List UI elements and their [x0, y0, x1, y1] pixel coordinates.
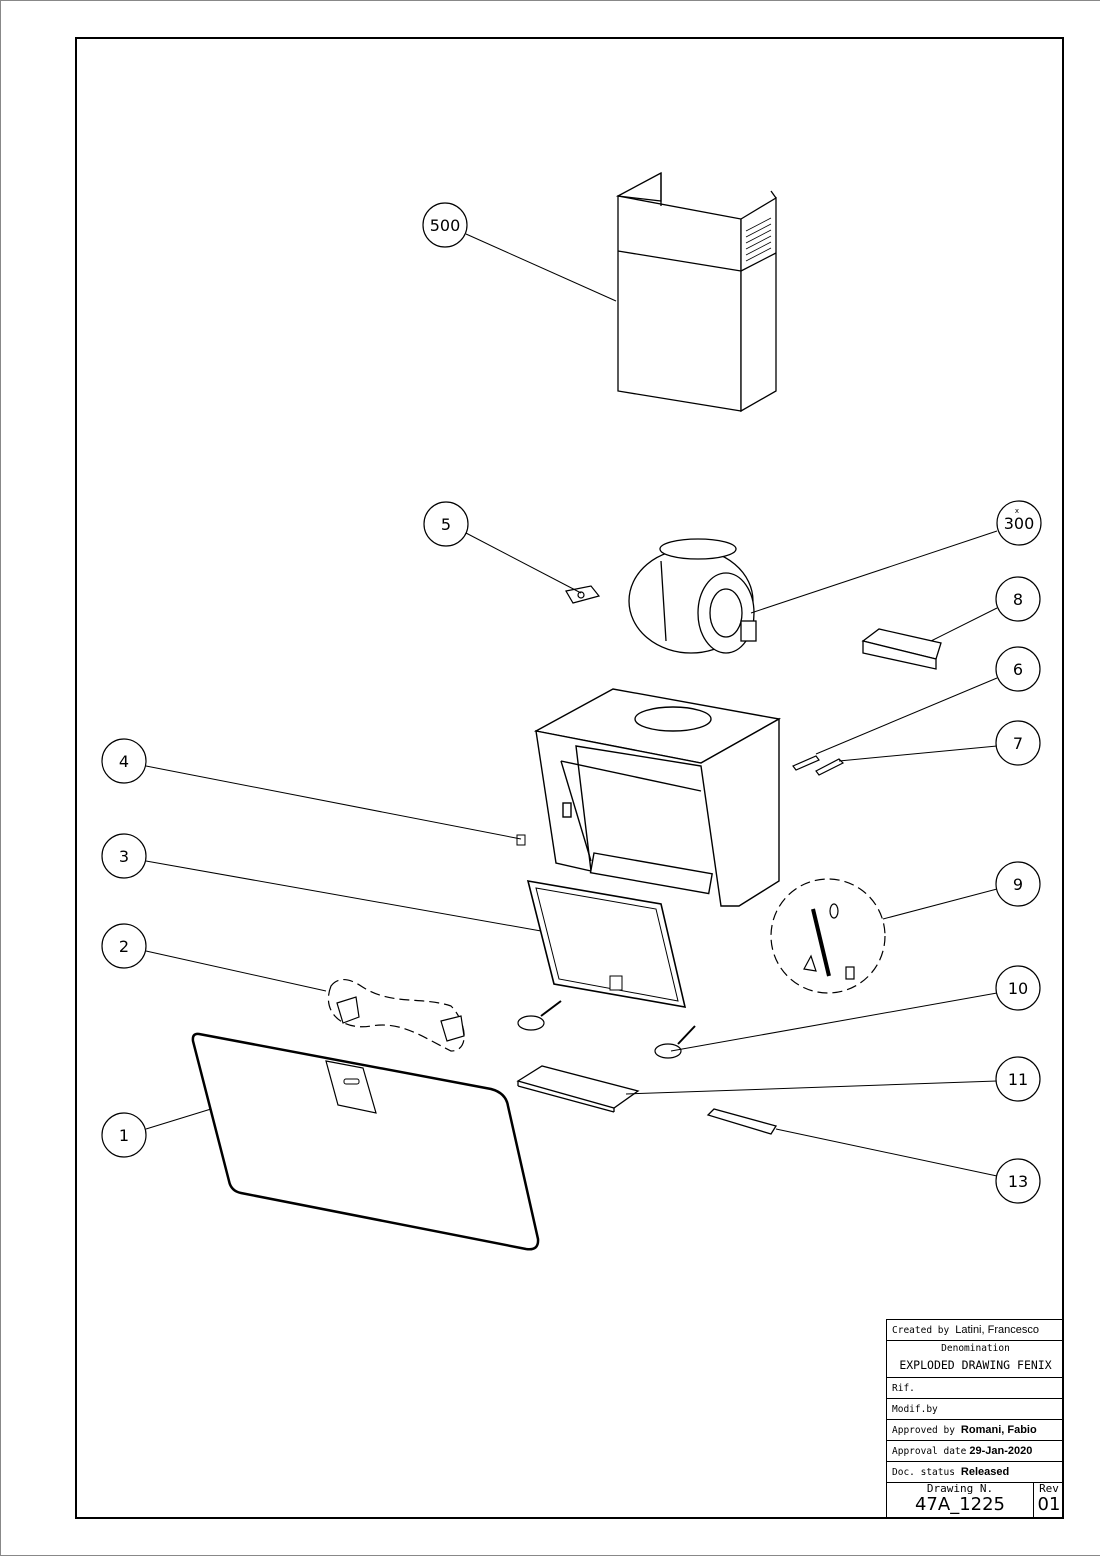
svg-text:1: 1: [119, 1126, 129, 1145]
part-9-gas-spring-kit: [770, 878, 886, 994]
doc-status-value: Released: [960, 1466, 1010, 1478]
part-3-filter: [526, 880, 687, 1008]
doc-status-label: Doc. status: [892, 1467, 955, 1478]
approved-by-value: Romani, Fabio: [960, 1424, 1037, 1436]
part-5-bracket: [565, 585, 601, 604]
callout-4: 4: [101, 738, 147, 784]
part-500-chimney: [615, 171, 777, 413]
callout-2: 2: [101, 923, 147, 969]
approved-by-row: Approved by Romani, Fabio: [887, 1420, 1064, 1441]
doc-status-row: Doc. status Released: [887, 1462, 1064, 1483]
rif-row: Rif.: [887, 1378, 1064, 1399]
svg-text:9: 9: [1013, 875, 1023, 894]
svg-text:8: 8: [1013, 590, 1023, 609]
callout-3: 3: [101, 833, 147, 879]
part-2-hinges: [327, 979, 465, 1052]
part-13-control-panel: [706, 1108, 778, 1135]
svg-text:x: x: [1015, 507, 1019, 515]
created-by-label: Created by: [892, 1325, 950, 1336]
svg-text:6: 6: [1013, 660, 1023, 679]
svg-text:300: 300: [1004, 514, 1035, 533]
denomination-label: Denomination: [941, 1343, 1010, 1354]
part-11-panel: [516, 1065, 640, 1113]
callout-500: 500: [422, 202, 468, 248]
callout-7: 7: [995, 720, 1041, 766]
svg-text:10: 10: [1008, 979, 1028, 998]
rev-label: Rev: [1039, 1482, 1059, 1495]
callout-11: 11: [995, 1056, 1041, 1102]
part-1-glass-panel: [191, 1032, 540, 1251]
callout-5: 5: [423, 501, 469, 547]
svg-text:5: 5: [441, 515, 451, 534]
part-4-clip: [516, 834, 526, 846]
created-by-row: Created by Latini, Francesco: [887, 1320, 1064, 1341]
approval-date-label: Approval date: [892, 1446, 967, 1457]
svg-text:500: 500: [430, 216, 461, 235]
callout-8: 8: [995, 576, 1041, 622]
created-by-value: Latini, Francesco: [955, 1324, 1039, 1336]
part-8-control-box: [861, 628, 942, 670]
approved-by-label: Approved by: [892, 1425, 955, 1436]
callout-9: 9: [995, 861, 1041, 907]
svg-text:3: 3: [119, 847, 129, 866]
drawing-n-value: 47A_1225: [914, 1494, 1006, 1515]
svg-text:13: 13: [1008, 1172, 1028, 1191]
rev-value: 01: [1037, 1494, 1061, 1515]
denomination-row: Denomination EXPLODED DRAWING FENIX: [887, 1341, 1064, 1378]
callout-10: 10: [995, 965, 1041, 1011]
svg-text:7: 7: [1013, 734, 1023, 753]
modif-row: Modif.by: [887, 1399, 1064, 1420]
drawing-n-label: Drawing N.: [926, 1482, 994, 1495]
leader-lines: [145, 233, 998, 1177]
denomination-value: EXPLODED DRAWING FENIX: [899, 1358, 1052, 1372]
title-block: Created by Latini, Francesco Denomination…: [886, 1319, 1064, 1519]
part-10-lamps: [517, 1000, 696, 1059]
part-300-motor: [628, 538, 757, 654]
callout-13: 13: [995, 1158, 1041, 1204]
callout-6: 6: [995, 646, 1041, 692]
drawing-frame: [75, 37, 1064, 1519]
callout-1: 1: [101, 1112, 147, 1158]
svg-text:2: 2: [119, 937, 129, 956]
hood-body: [533, 688, 782, 907]
part-6-7-clips: [792, 755, 845, 776]
approval-date-value: 29-Jan-2020: [969, 1445, 1033, 1457]
svg-text:11: 11: [1008, 1070, 1028, 1089]
svg-text:4: 4: [119, 752, 129, 771]
